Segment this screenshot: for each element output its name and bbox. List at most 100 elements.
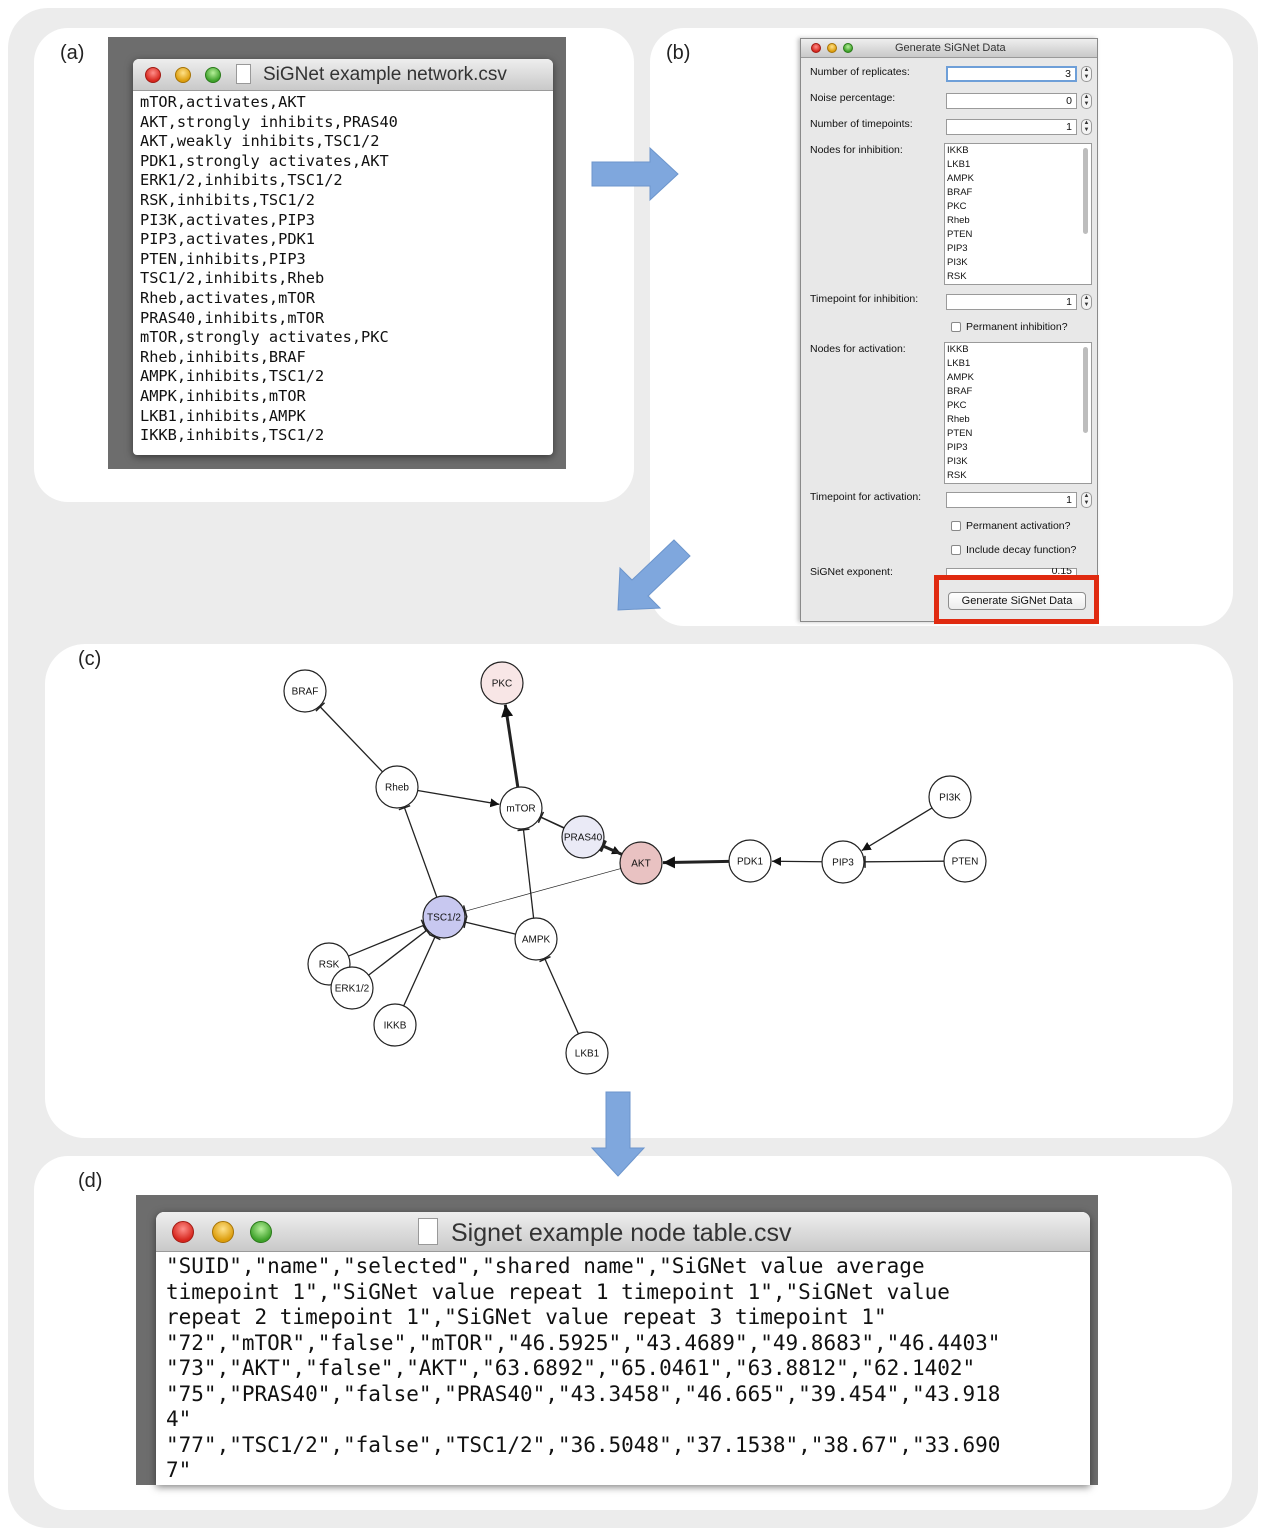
network-node[interactable]: PRAS40 — [561, 815, 605, 859]
list-item[interactable]: LKB1 — [947, 358, 971, 369]
replicates-field[interactable]: 3 — [946, 66, 1077, 82]
list-item[interactable]: PKC — [947, 400, 967, 411]
network-edge[interactable] — [501, 704, 520, 788]
network-edge[interactable] — [662, 856, 730, 869]
list-item[interactable]: BRAF — [947, 386, 973, 397]
network-node[interactable]: BRAF — [283, 669, 327, 713]
list-item[interactable]: IKKB — [947, 145, 969, 156]
network-node[interactable]: PDK1 — [728, 839, 772, 883]
permanent-activation-checkbox[interactable] — [951, 521, 961, 531]
minimize-window-button[interactable] — [212, 1221, 234, 1243]
list-item[interactable]: PTEN — [947, 428, 973, 439]
list-item[interactable]: PTEN — [947, 229, 973, 240]
network-node[interactable]: PKC — [480, 661, 524, 705]
network-node[interactable]: TSC1/2 — [422, 895, 466, 939]
activation-timepoint-field[interactable]: 1 — [946, 492, 1077, 508]
list-item[interactable]: AMPK — [947, 372, 974, 383]
list-item[interactable]: PIP3 — [947, 243, 968, 254]
zoom-dialog-button[interactable] — [843, 43, 853, 53]
permanent-inhibition-checkbox[interactable] — [951, 322, 961, 332]
network-node[interactable]: PIP3 — [821, 840, 865, 884]
network-edge[interactable] — [398, 804, 438, 898]
node-circle[interactable] — [499, 786, 543, 830]
network-edge[interactable] — [463, 916, 516, 935]
network-edge[interactable] — [348, 919, 427, 957]
node-circle[interactable] — [565, 1031, 609, 1075]
generate-signet-data-button[interactable]: Generate SiGNet Data — [948, 592, 1086, 610]
network-edge[interactable] — [599, 839, 623, 856]
list-item[interactable]: PI3K — [947, 456, 968, 467]
list-scrollbar[interactable] — [1083, 347, 1088, 433]
node-circle[interactable] — [821, 840, 865, 884]
network-node[interactable]: LKB1 — [565, 1031, 609, 1075]
decay-function-checkbox[interactable] — [951, 545, 961, 555]
network-node[interactable]: AMPK — [514, 917, 558, 961]
list-item[interactable]: RSK — [947, 470, 967, 481]
network-edge[interactable] — [462, 868, 621, 918]
network-edge[interactable] — [861, 807, 933, 852]
network-edge[interactable] — [864, 855, 945, 868]
network-node[interactable]: mTOR — [499, 786, 543, 830]
node-circle[interactable] — [480, 661, 524, 705]
close-dialog-button[interactable] — [811, 43, 821, 53]
node-circle[interactable] — [375, 765, 419, 809]
stepper-arrows-icon[interactable]: ▲▼ — [1081, 93, 1092, 109]
exponent-stepper[interactable]: 0.15 — [946, 568, 1092, 576]
exponent-field[interactable]: 0.15 — [946, 568, 1077, 576]
network-node[interactable]: PI3K — [928, 775, 972, 819]
network-edge[interactable] — [417, 789, 500, 808]
noise-field[interactable]: 0 — [946, 93, 1077, 109]
list-item[interactable]: Rheb — [947, 215, 970, 226]
network-edge[interactable] — [315, 702, 383, 773]
inhibition-timepoint-field[interactable]: 1 — [946, 294, 1077, 310]
node-circle[interactable] — [619, 841, 663, 885]
noise-stepper[interactable]: 0 ▲▼ — [946, 93, 1092, 109]
list-item[interactable]: Rheb — [947, 414, 970, 425]
network-node[interactable]: ERK1/2 — [330, 966, 374, 1010]
network-node[interactable]: IKKB — [373, 1003, 417, 1047]
minimize-dialog-button[interactable] — [827, 43, 837, 53]
node-circle[interactable] — [728, 839, 772, 883]
node-circle[interactable] — [943, 839, 987, 883]
stepper-arrows-icon[interactable]: ▲▼ — [1081, 492, 1092, 508]
node-circle[interactable] — [928, 775, 972, 819]
node-circle[interactable] — [514, 917, 558, 961]
list-item[interactable]: BRAF — [947, 187, 973, 198]
node-circle[interactable] — [373, 1003, 417, 1047]
network-edge[interactable] — [771, 856, 823, 866]
zoom-window-button[interactable] — [250, 1221, 272, 1243]
network-edge[interactable] — [517, 828, 535, 919]
stepper-arrows-icon[interactable]: ▲▼ — [1081, 66, 1092, 82]
minimize-window-button[interactable] — [175, 67, 191, 83]
list-item[interactable]: LKB1 — [947, 159, 971, 170]
replicates-stepper[interactable]: 3 ▲▼ — [946, 66, 1092, 82]
node-circle[interactable] — [330, 966, 374, 1010]
list-item[interactable]: RSK — [947, 271, 967, 282]
close-window-button[interactable] — [145, 67, 161, 83]
timepoints-field[interactable]: 1 — [946, 119, 1077, 135]
network-node[interactable]: Rheb — [375, 765, 419, 809]
node-circle[interactable] — [561, 815, 605, 859]
list-item[interactable]: IKKB — [947, 344, 969, 355]
list-item[interactable]: PKC — [947, 201, 967, 212]
activation-timepoint-stepper[interactable]: 1 ▲▼ — [946, 492, 1092, 508]
stepper-arrows-icon[interactable]: ▲▼ — [1081, 294, 1092, 310]
zoom-window-button[interactable] — [205, 67, 221, 83]
network-edge[interactable] — [537, 811, 565, 829]
node-table-text-content[interactable]: "SUID","name","selected","shared name","… — [156, 1252, 1090, 1484]
node-circle[interactable] — [283, 669, 327, 713]
list-item[interactable]: AMPK — [947, 173, 974, 184]
network-edge[interactable] — [539, 955, 580, 1035]
list-scrollbar[interactable] — [1083, 148, 1088, 234]
inhibition-timepoint-stepper[interactable]: 1 ▲▼ — [946, 294, 1092, 310]
network-node[interactable]: PTEN — [943, 839, 987, 883]
node-circle[interactable] — [422, 895, 466, 939]
stepper-arrows-icon[interactable]: ▲▼ — [1081, 119, 1092, 135]
timepoints-stepper[interactable]: 1 ▲▼ — [946, 119, 1092, 135]
list-item[interactable]: PIP3 — [947, 442, 968, 453]
network-node[interactable]: AKT — [619, 841, 663, 885]
